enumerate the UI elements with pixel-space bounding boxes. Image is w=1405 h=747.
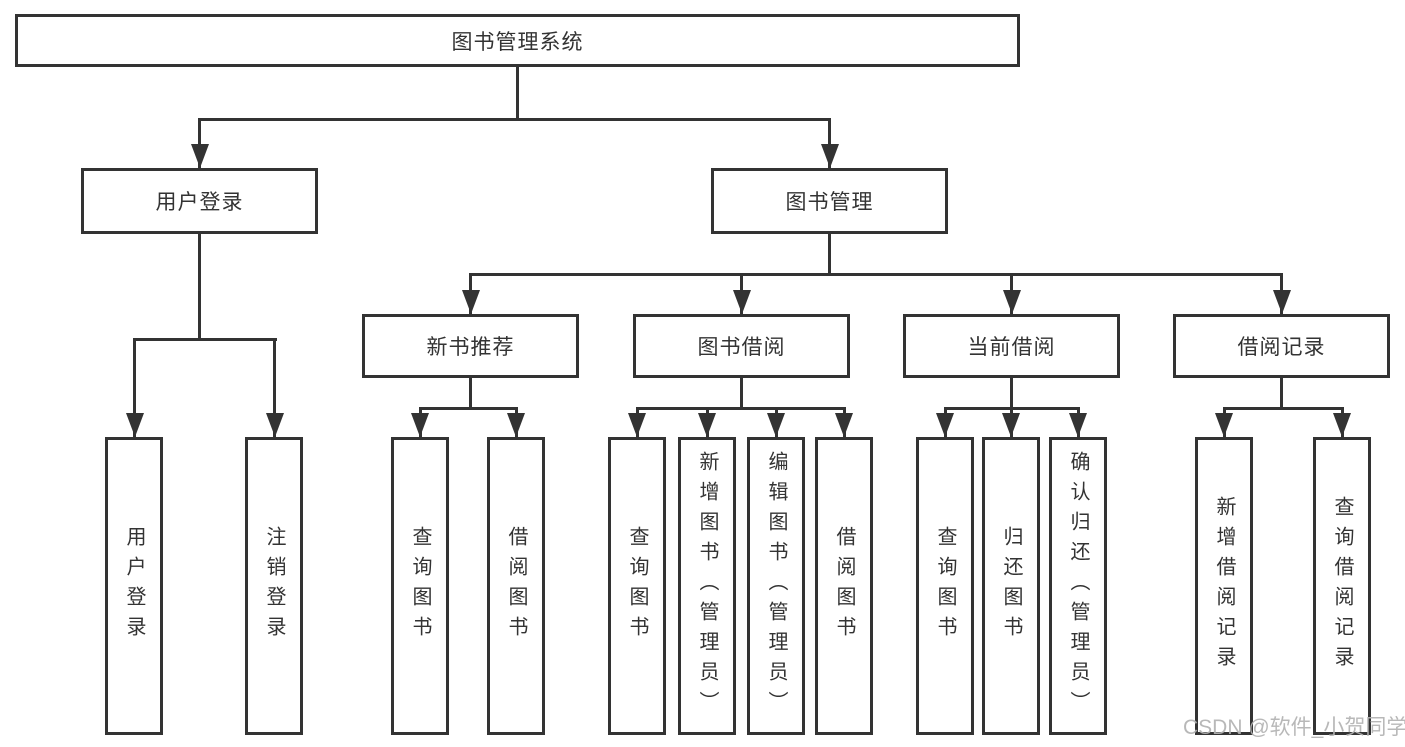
leaf-borrow-books: 借阅图书: [815, 437, 873, 735]
leaf-query-books-borrow-label: 查询图书: [626, 526, 648, 646]
node-current-borrow-label: 当前借阅: [967, 336, 1056, 359]
connector-g3-vertical: [1280, 378, 1283, 407]
arrow-down-icon: [821, 144, 839, 168]
connector-root-horizontal: [198, 118, 831, 121]
connector-user-login-shaft: [198, 118, 201, 168]
leaf-user-login: 用户登录: [105, 437, 163, 735]
leaf-add-books-admin: 新增图书（管理员）: [678, 437, 736, 735]
leaf-add-borrow-record: 新增借阅记录: [1195, 437, 1253, 735]
leaf-borrow-books-label: 借阅图书: [833, 526, 855, 646]
connector-user-login-vertical: [198, 234, 201, 338]
arrow-down-icon: [1003, 290, 1021, 314]
connector-g0-vertical: [469, 378, 472, 407]
node-library-system: 图书管理系统: [15, 14, 1020, 67]
arrow-down-icon: [266, 413, 284, 437]
leaf-return-books-label: 归还图书: [1000, 526, 1022, 646]
leaf-edit-books-admin-label: 编辑图书（管理员）: [765, 451, 787, 721]
leaf-query-books-borrow: 查询图书: [608, 437, 666, 735]
leaf-edit-books-admin: 编辑图书（管理员）: [747, 437, 805, 735]
leaf-return-books: 归还图书: [982, 437, 1040, 735]
leaf-logout-label: 注销登录: [263, 526, 285, 646]
node-user-login: 用户登录: [81, 168, 318, 234]
arrow-down-icon: [1333, 413, 1351, 437]
leaf-query-borrow-record-label: 查询借阅记录: [1331, 496, 1353, 676]
connector-g3-horizontal: [1223, 407, 1344, 410]
arrow-down-icon: [507, 413, 525, 437]
arrow-down-icon: [1215, 413, 1233, 437]
arrow-down-icon: [462, 290, 480, 314]
leaf-confirm-return-admin-label: 确认归还（管理员）: [1067, 451, 1089, 721]
leaf-user-login-label: 用户登录: [123, 526, 145, 646]
leaf-confirm-return-admin: 确认归还（管理员）: [1049, 437, 1107, 735]
connector-login-leaf-shaft: [133, 338, 136, 437]
node-book-management: 图书管理: [711, 168, 948, 234]
connector-book-mgmt-horizontal: [469, 273, 1283, 276]
node-book-borrow-label: 图书借阅: [697, 336, 786, 359]
arrow-down-icon: [1069, 413, 1087, 437]
arrow-down-icon: [126, 413, 144, 437]
node-user-login-label: 用户登录: [155, 191, 244, 214]
arrow-down-icon: [191, 144, 209, 168]
connector-g1-vertical: [740, 378, 743, 407]
node-current-borrow: 当前借阅: [903, 314, 1120, 378]
node-new-book-recommend: 新书推荐: [362, 314, 579, 378]
leaf-borrow-books-recommend-label: 借阅图书: [505, 526, 527, 646]
connector-root-vertical: [516, 67, 519, 118]
connector-g2-vertical: [1010, 378, 1013, 407]
connector-logout-leaf-shaft: [273, 338, 276, 437]
connector-book-mgmt-shaft: [828, 118, 831, 168]
arrow-down-icon: [835, 413, 853, 437]
node-new-book-recommend-label: 新书推荐: [426, 336, 515, 359]
arrow-down-icon: [411, 413, 429, 437]
arrow-down-icon: [1273, 290, 1291, 314]
leaf-query-books-current: 查询图书: [916, 437, 974, 735]
leaf-add-books-admin-label: 新增图书（管理员）: [696, 451, 718, 721]
connector-g0-horizontal: [419, 407, 518, 410]
node-borrow-records: 借阅记录: [1173, 314, 1390, 378]
leaf-query-books-recommend-label: 查询图书: [409, 526, 431, 646]
node-book-borrow: 图书借阅: [633, 314, 850, 378]
leaf-logout: 注销登录: [245, 437, 303, 735]
csdn-watermark: CSDN @软件_小贺同学: [1183, 716, 1405, 739]
arrow-down-icon: [733, 290, 751, 314]
connector-g1-horizontal: [636, 407, 846, 410]
leaf-query-borrow-record: 查询借阅记录: [1313, 437, 1371, 735]
connector-user-login-horizontal: [133, 338, 277, 341]
arrow-down-icon: [628, 413, 646, 437]
arrow-down-icon: [1002, 413, 1020, 437]
leaf-add-borrow-record-label: 新增借阅记录: [1213, 496, 1235, 676]
leaf-query-books-current-label: 查询图书: [934, 526, 956, 646]
arrow-down-icon: [767, 413, 785, 437]
node-borrow-records-label: 借阅记录: [1237, 336, 1326, 359]
leaf-query-books-recommend: 查询图书: [391, 437, 449, 735]
node-library-system-label: 图书管理系统: [451, 30, 584, 54]
arrow-down-icon: [698, 413, 716, 437]
leaf-borrow-books-recommend: 借阅图书: [487, 437, 545, 735]
node-book-management-label: 图书管理: [785, 191, 874, 214]
arrow-down-icon: [936, 413, 954, 437]
connector-book-mgmt-vertical: [828, 234, 831, 273]
